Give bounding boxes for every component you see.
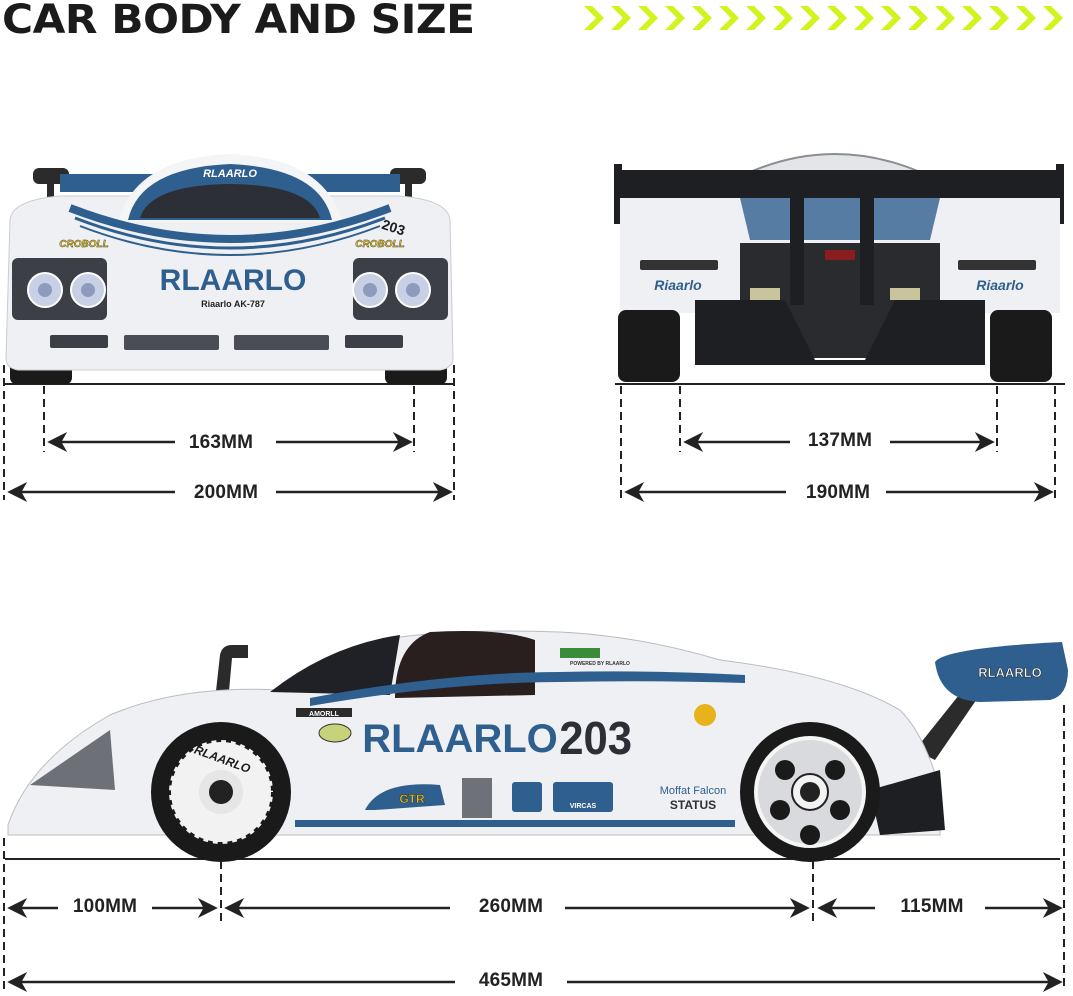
front-main-decal: RLAARLO [160,264,307,297]
wheelbase-label: 260MM [466,896,556,918]
sponsor-decal-vircas: VIRCAS [570,803,597,810]
side-main-decal: RLAARLO [362,717,558,761]
front-view-illustration: RLAARLO CROBOLL CROBOLL 203 RLAARLO Riaa… [3,154,455,502]
sponsor-decal-powered-by: POWERED BY RLAARLO [570,661,630,667]
side-view-illustration: RLAARLO RLAARLO 203 AMORLL GTR VIRCAS Mo… [3,630,1068,992]
page-title: CAR BODY AND SIZE [2,0,475,43]
front-track-width-label: 163MM [176,432,266,454]
front-model-decal: Riaarlo AK-787 [201,299,265,309]
rear-right-decal: Riaarlo [976,277,1024,293]
rear-view-illustration: Riaarlo Riaarlo [614,153,1065,502]
sponsor-decal-gtr: GTR [399,792,425,806]
front-number-decal: 203 [380,216,407,239]
rear-track-width-label: 137MM [795,430,885,452]
sponsor-decal-moffat-falcon: Moffat Falcon [660,785,726,797]
side-number-decal: 203 [559,712,632,764]
sponsor-decal-amorll: AMORLL [309,711,340,718]
front-hood-decal: RLAARLO [203,168,257,180]
chevron-arrows-decoration [584,6,1063,30]
sponsor-decal-status: STATUS [670,798,716,812]
side-wing-decal: RLAARLO [978,665,1042,680]
rear-overall-width-label: 190MM [793,482,883,504]
front-overhang-label: 100MM [60,896,150,918]
overall-length-label: 465MM [466,970,556,992]
rear-left-decal: Riaarlo [654,277,702,293]
rear-overhang-label: 115MM [888,896,976,918]
front-right-side-decal: CROBOLL [355,239,404,250]
front-left-side-decal: CROBOLL [59,239,108,250]
front-overall-width-label: 200MM [181,482,271,504]
